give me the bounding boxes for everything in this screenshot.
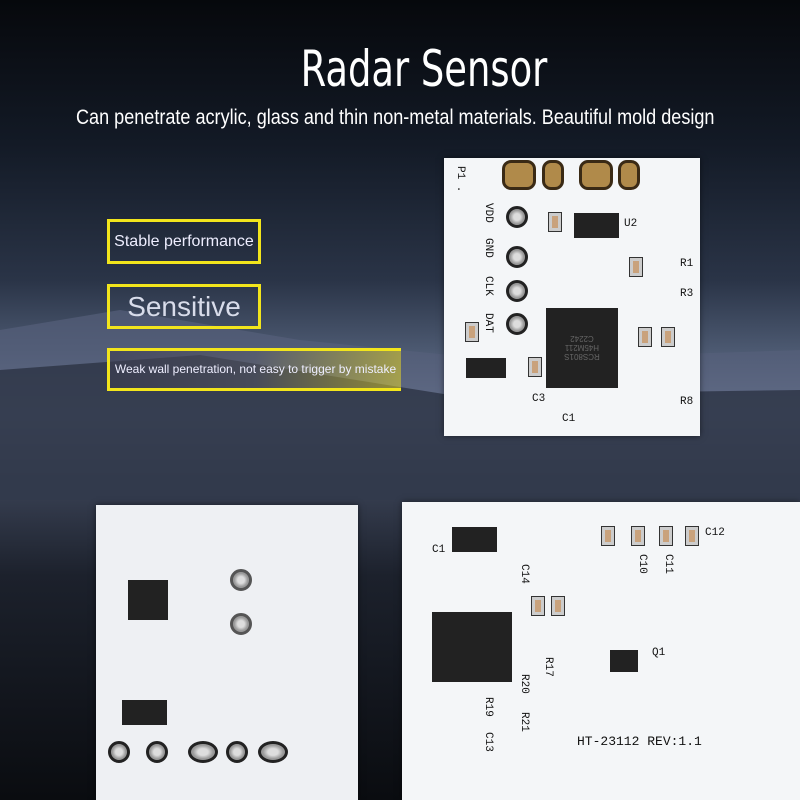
label-r17: R17 <box>542 657 554 677</box>
label-r8: R8 <box>680 396 694 408</box>
label-c1: C1 <box>432 544 446 556</box>
pin-gnd: GND <box>482 238 494 258</box>
label-u2: U2 <box>624 218 638 230</box>
chip-u1 <box>452 527 497 552</box>
version-label: HT-23112 REV:1.1 <box>577 734 702 749</box>
page-title: Radar Sensor <box>300 40 548 98</box>
label-c1: C1 <box>562 413 576 425</box>
label-r3: R3 <box>680 288 694 300</box>
label-c12: C12 <box>705 527 725 539</box>
feature-wall-penetration: Weak wall penetration, not easy to trigg… <box>107 348 401 391</box>
feature-stable: Stable performance <box>107 219 261 264</box>
label-r20: R20 <box>518 674 530 694</box>
chip-qfn <box>128 580 168 620</box>
pin-dat: DAT <box>482 313 494 333</box>
chip-u2 <box>574 213 619 238</box>
chip-text: RCS801S <box>564 352 600 362</box>
radar-board-front: C12 C1 Q1 C14 C10 C11 R17 R20 R19 C13 R2… <box>402 502 800 800</box>
label-r21: R21 <box>518 712 530 732</box>
label-c10: C10 <box>636 554 648 574</box>
label-q1: Q1 <box>652 647 666 659</box>
chip-text: C2242 <box>570 334 594 344</box>
pin-clk: CLK <box>482 276 494 296</box>
label-r19: R19 <box>482 697 494 717</box>
radar-board-top: P1 . VDD GND CLK DAT U2 RCS801S H45M211 … <box>444 158 700 436</box>
chip-u3 <box>466 358 506 378</box>
header-label: P1 . <box>454 166 466 193</box>
label-c11: C11 <box>662 554 674 574</box>
feature-sensitive: Sensitive <box>107 284 261 329</box>
chip-text: H45M211 <box>564 343 600 353</box>
chip-rcs801s: RCS801S H45M211 C2242 <box>546 308 618 388</box>
label-c3: C3 <box>532 393 546 405</box>
chip-soic8 <box>432 612 512 682</box>
label-c14: C14 <box>518 564 530 584</box>
radar-board-back <box>96 505 358 800</box>
label-r1: R1 <box>680 258 694 270</box>
subtitle: Can penetrate acrylic, glass and thin no… <box>76 106 715 129</box>
chip-q1 <box>610 650 638 672</box>
label-c13: C13 <box>482 732 494 752</box>
pin-vdd: VDD <box>482 203 494 223</box>
chip-transistor <box>122 700 167 725</box>
